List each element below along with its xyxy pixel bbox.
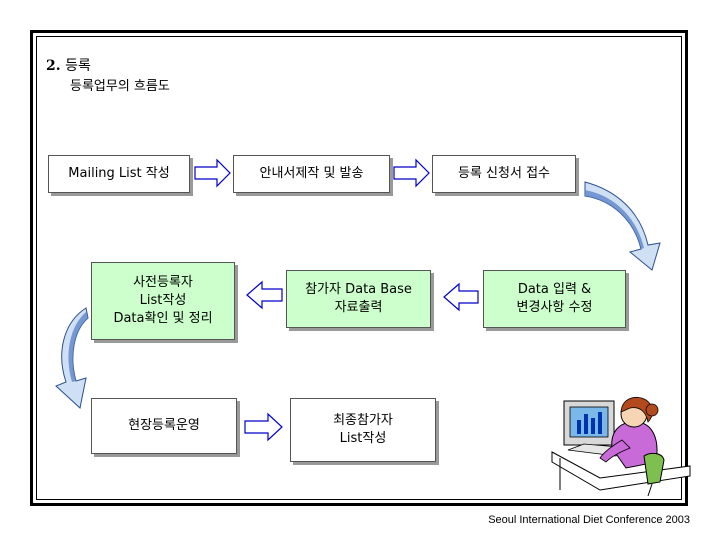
section-subtitle: 등록업무의 흐름도: [70, 79, 170, 94]
section-number: 2.: [46, 58, 61, 74]
inner-frame: [36, 36, 682, 500]
person-at-computer-illustration: [551, 396, 691, 497]
step-preregistration: 사전등록자 List작성 Data확인 및 정리: [91, 262, 235, 340]
arrow-right-icon: [244, 412, 283, 442]
arrow-left-icon: [246, 280, 283, 310]
curved-arrow-down-icon: [584, 181, 661, 271]
step-database: 참가자 Data Base 자료출력: [286, 270, 431, 328]
arrow-left-icon: [443, 282, 479, 312]
step-onsite: 현장등록운영: [91, 398, 237, 454]
arrow-right-icon: [194, 158, 231, 188]
step-application: 등록 신청서 접수: [432, 155, 576, 193]
section-title: 2. 등록: [46, 57, 91, 75]
arrow-right-icon: [393, 158, 430, 188]
curved-arrow-down-icon: [55, 307, 89, 409]
footer-caption: Seoul International Diet Conference 2003: [488, 514, 690, 526]
outer-frame: [30, 30, 688, 506]
step-invitation: 안내서제작 및 발송: [233, 155, 390, 193]
step-mailing-list: Mailing List 작성: [48, 155, 190, 193]
step-data-input: Data 입력 & 변경사항 수정: [483, 270, 626, 328]
section-title-text: 등록: [65, 58, 91, 74]
step-final-list: 최종참가자 List작성: [290, 398, 436, 462]
